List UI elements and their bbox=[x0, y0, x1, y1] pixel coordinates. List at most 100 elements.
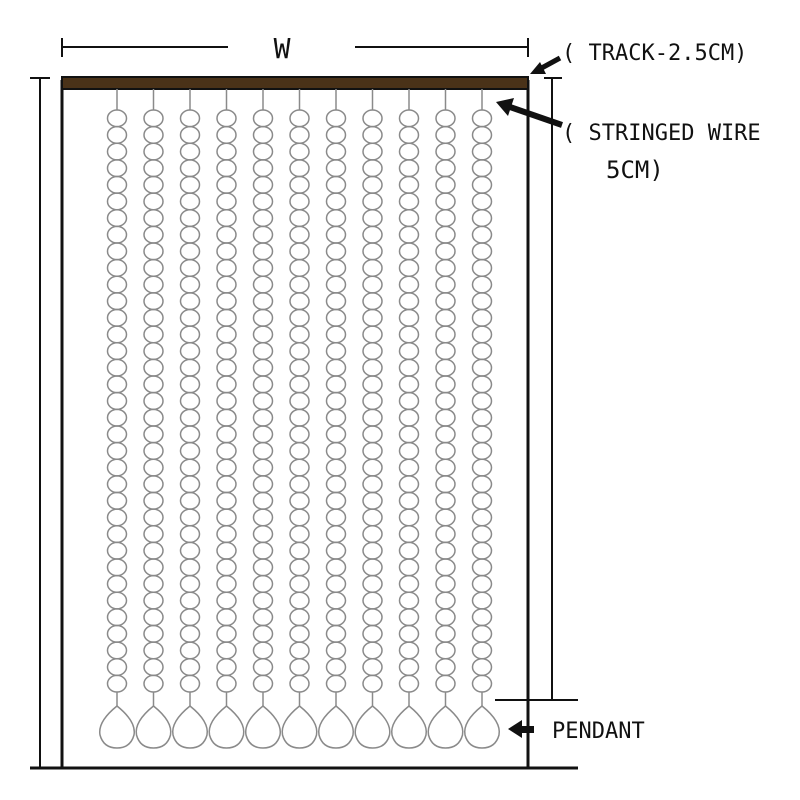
bead bbox=[179, 342, 201, 361]
bead bbox=[435, 325, 456, 344]
bead bbox=[471, 458, 493, 477]
bead bbox=[143, 458, 164, 477]
bead bbox=[362, 391, 383, 411]
bead bbox=[179, 325, 201, 344]
bead bbox=[216, 458, 237, 477]
bead-strand bbox=[171, 89, 209, 749]
bead bbox=[252, 142, 274, 161]
bead bbox=[252, 524, 274, 544]
bead bbox=[143, 657, 164, 677]
bead bbox=[471, 558, 493, 577]
bead bbox=[362, 491, 383, 510]
bead bbox=[362, 591, 383, 610]
bead bbox=[435, 242, 456, 261]
bead bbox=[289, 258, 310, 278]
bead bbox=[216, 541, 237, 560]
bead bbox=[289, 608, 310, 627]
bead bbox=[143, 125, 164, 145]
bead bbox=[179, 391, 201, 411]
bead bbox=[179, 441, 201, 460]
bead-strand bbox=[463, 89, 501, 749]
bead bbox=[252, 558, 274, 577]
bead bbox=[435, 541, 456, 560]
bead bbox=[435, 641, 456, 660]
bead bbox=[106, 508, 128, 527]
bead bbox=[179, 142, 201, 161]
bead-strand bbox=[427, 89, 464, 749]
bead bbox=[143, 142, 164, 161]
bead bbox=[252, 624, 274, 643]
bead-strand bbox=[98, 89, 136, 749]
bead bbox=[289, 425, 310, 444]
bead bbox=[289, 541, 310, 560]
bead bbox=[289, 142, 310, 161]
bead bbox=[435, 441, 456, 460]
bead bbox=[216, 142, 237, 161]
bead bbox=[179, 292, 201, 311]
bead-strand bbox=[390, 89, 428, 749]
bead bbox=[362, 342, 383, 361]
bead bbox=[106, 325, 128, 344]
bead bbox=[289, 325, 310, 344]
bead bbox=[179, 574, 201, 593]
bead bbox=[143, 608, 164, 627]
bead bbox=[435, 342, 456, 361]
bead bbox=[252, 192, 274, 211]
bead bbox=[106, 524, 128, 544]
bead bbox=[435, 175, 456, 194]
bead bbox=[106, 608, 128, 627]
bead bbox=[362, 608, 383, 627]
bead bbox=[325, 292, 347, 311]
bead bbox=[435, 225, 456, 244]
bead bbox=[398, 292, 420, 311]
bead bbox=[435, 425, 456, 444]
bead bbox=[398, 225, 420, 244]
bead bbox=[106, 574, 128, 593]
bead bbox=[325, 275, 347, 294]
bead bbox=[252, 591, 274, 610]
bead bbox=[362, 624, 383, 643]
bead bbox=[325, 142, 347, 161]
bead bbox=[179, 541, 201, 560]
bead bbox=[325, 475, 347, 494]
bead bbox=[216, 308, 237, 327]
bead bbox=[106, 458, 128, 477]
bead bbox=[289, 508, 310, 527]
bead bbox=[143, 624, 164, 643]
bead bbox=[216, 325, 237, 344]
bead bbox=[106, 558, 128, 577]
bead-strand bbox=[354, 89, 391, 749]
bead bbox=[216, 475, 237, 494]
bead bbox=[398, 541, 420, 560]
bead bbox=[252, 159, 274, 178]
bead bbox=[252, 275, 274, 294]
bead bbox=[252, 109, 274, 128]
bead bbox=[398, 475, 420, 494]
bead bbox=[179, 375, 201, 394]
bead bbox=[362, 358, 383, 377]
pendant bbox=[463, 705, 501, 749]
bead bbox=[216, 358, 237, 377]
bead bbox=[179, 258, 201, 278]
bead bbox=[325, 558, 347, 577]
bead bbox=[252, 391, 274, 411]
bead bbox=[435, 608, 456, 627]
bead bbox=[325, 624, 347, 643]
bead bbox=[216, 608, 237, 627]
bead bbox=[362, 641, 383, 660]
bead bbox=[216, 242, 237, 261]
bead bbox=[252, 125, 274, 145]
bead bbox=[289, 657, 310, 677]
bead bbox=[325, 508, 347, 527]
bead bbox=[325, 657, 347, 677]
bead bbox=[143, 558, 164, 577]
bead bbox=[471, 258, 493, 278]
bead bbox=[471, 657, 493, 677]
bead bbox=[362, 275, 383, 294]
bead bbox=[362, 475, 383, 494]
bead bbox=[179, 192, 201, 211]
bead bbox=[106, 125, 128, 145]
bead bbox=[435, 292, 456, 311]
bead-strand bbox=[208, 89, 245, 749]
